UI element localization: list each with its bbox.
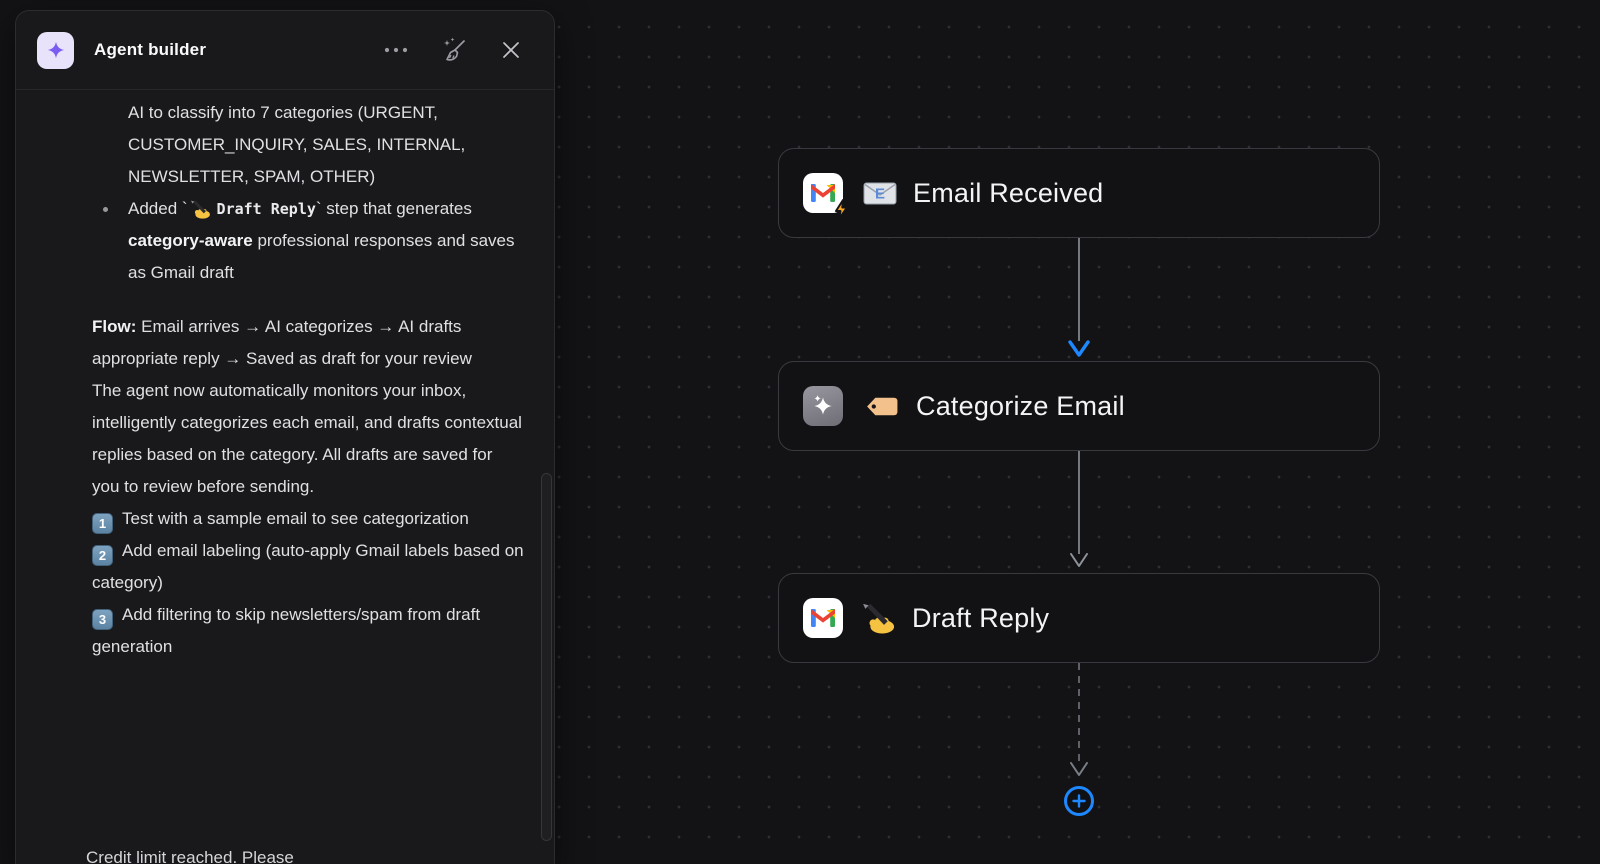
- keycap-3-icon: 3: [92, 609, 113, 630]
- workflow-node-email-received[interactable]: E Email Received: [778, 148, 1380, 238]
- assistant-message: AI to classify into 7 categories (URGENT…: [92, 97, 524, 663]
- broom-sparkle-icon: [444, 37, 465, 61]
- clear-conversation-button[interactable]: [436, 32, 472, 68]
- incoming-envelope-icon: E: [863, 181, 897, 206]
- keycap-1-icon: 1: [92, 513, 113, 534]
- ellipsis-icon: [384, 47, 408, 53]
- writing-hand-icon: [190, 200, 211, 219]
- keycap-2-icon: 2: [92, 545, 113, 566]
- lightning-bolt-icon: [833, 199, 850, 220]
- panel-title: Agent builder: [94, 40, 207, 59]
- workflow-node-draft-reply[interactable]: Draft Reply: [778, 573, 1380, 663]
- scrollbar-thumb[interactable]: [541, 473, 552, 841]
- node-title: Draft Reply: [912, 602, 1050, 633]
- workflow-node-categorize-email[interactable]: Categorize Email: [778, 361, 1380, 451]
- svg-text:E: E: [875, 185, 885, 202]
- close-panel-button[interactable]: [496, 35, 526, 65]
- agent-builder-logo-icon: [37, 31, 74, 69]
- node-title: Email Received: [913, 177, 1104, 208]
- plus-icon: [1072, 794, 1086, 808]
- bullet-item-added-step: Added `Draft Reply` step that generates …: [92, 193, 524, 289]
- label-tag-icon: [863, 394, 900, 419]
- gmail-icon: [803, 598, 843, 638]
- gmail-trigger-icon: [803, 173, 848, 220]
- panel-header: Agent builder: [16, 11, 554, 90]
- flow-summary: Flow: Email arrives → AI categorizes → A…: [92, 317, 472, 368]
- ai-sparkles-icon: [803, 386, 843, 426]
- credit-limit-notice: Credit limit reached. Please: [86, 848, 294, 864]
- connector-arrow-1: [1068, 238, 1090, 357]
- chat-transcript[interactable]: AI to classify into 7 categories (URGENT…: [16, 90, 554, 864]
- writing-hand-icon: [863, 603, 896, 634]
- more-options-button[interactable]: [380, 43, 412, 57]
- agent-builder-panel: Agent builder: [15, 10, 555, 864]
- add-step-button[interactable]: [1064, 786, 1094, 816]
- connector-arrow-2: [1070, 450, 1088, 567]
- node-title: Categorize Email: [916, 390, 1125, 421]
- connector-arrow-dashed: [1070, 663, 1088, 776]
- bullet-item-categories: AI to classify into 7 categories (URGENT…: [128, 103, 466, 186]
- close-icon: [503, 42, 519, 58]
- agent-summary: The agent now automatically monitors you…: [92, 381, 522, 496]
